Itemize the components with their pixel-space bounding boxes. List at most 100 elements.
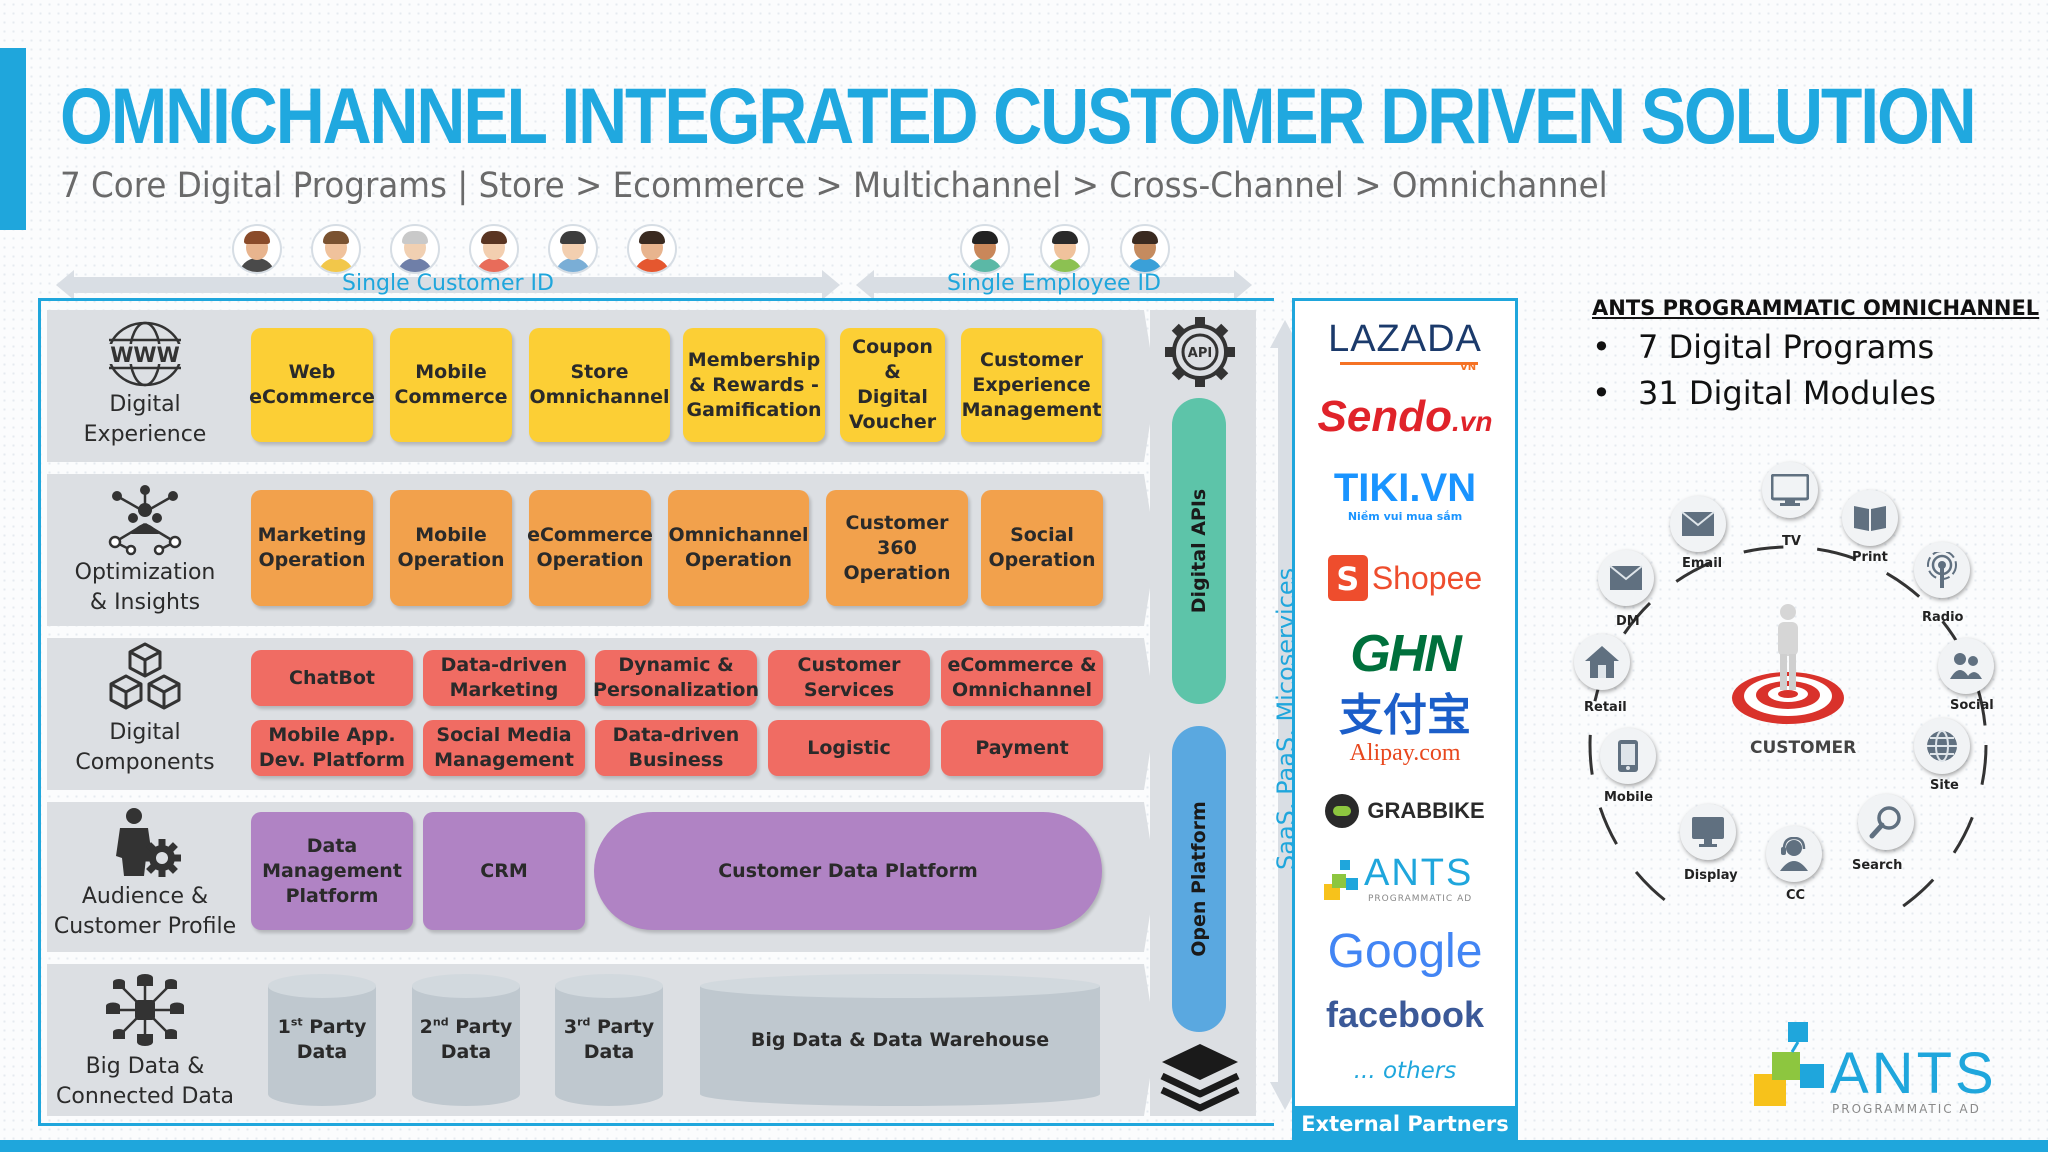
module-payment[interactable]: Payment [941, 720, 1103, 776]
module-logistic[interactable]: Logistic [768, 720, 930, 776]
ants-brand-cubes-icon [1754, 1022, 1824, 1106]
customer-avatar [627, 224, 677, 274]
facebook-logo[interactable]: facebook [1325, 994, 1485, 1035]
wheel-label-search: Search [1852, 858, 1903, 873]
site-globe-icon [1927, 730, 1957, 762]
module-dynamic-personalization[interactable]: Dynamic &Personalization [593, 650, 759, 706]
row-label-line2: Connected Data [56, 1084, 234, 1109]
cylinder-shape [412, 974, 520, 1106]
cylinder-label: Big Data & Data Warehouse [750, 1028, 1050, 1051]
page-subtitle: 7 Core Digital Programs | Store > Ecomme… [60, 166, 1608, 206]
single-employee-id-label: Single Employee ID [946, 271, 1161, 296]
module-customer-data-platform[interactable]: Customer Data Platform [594, 812, 1102, 930]
customer-avatar [311, 224, 361, 274]
customer-avatar [390, 224, 440, 274]
data-source-big-data-warehouse[interactable]: Big Data & Data Warehouse [700, 974, 1100, 1106]
title-accent-bar [0, 48, 26, 230]
wheel-node-search[interactable] [1858, 794, 1914, 850]
shopee-bag-icon: S [1327, 555, 1368, 601]
grab-circle-icon [1325, 794, 1360, 828]
module-ecommerce-omnichannel[interactable]: eCommerce &Omnichannel [941, 650, 1103, 706]
wheel-node-display[interactable] [1680, 804, 1736, 860]
customer-center-label: CUSTOMER [1750, 738, 1857, 758]
wheel-label-tv: TV [1782, 534, 1801, 549]
api-gear-icon: API [1165, 317, 1235, 387]
layers-icon [1160, 1044, 1240, 1112]
module-chatbot[interactable]: ChatBot [251, 650, 413, 706]
radio-antenna-icon [1927, 552, 1957, 588]
tv-icon [1771, 474, 1809, 506]
wheel-node-dm[interactable] [1598, 550, 1654, 606]
wheel-node-mobile[interactable] [1600, 728, 1656, 784]
alipay-logo[interactable]: 支付宝 Alipay.com [1339, 690, 1471, 767]
module-crm[interactable]: CRM [423, 812, 585, 930]
page-title: OMNICHANNEL INTEGRATED CUSTOMER DRIVEN S… [60, 71, 1977, 160]
row-label-line2: & Insights [89, 590, 201, 615]
wheel-node-tv[interactable] [1762, 462, 1818, 518]
row-label-line1: Digital [109, 720, 181, 745]
employee-avatar [1120, 224, 1170, 274]
www-globe-icon: WWW [107, 321, 183, 387]
shopee-logo[interactable]: S Shopee [1300, 550, 1510, 606]
ghn-logo[interactable]: GHN [1350, 625, 1462, 683]
cylinder-shape [555, 974, 663, 1106]
employee-avatar [1040, 224, 1090, 274]
wheel-label-social: Social [1950, 698, 1994, 713]
sendo-logo[interactable]: Sendo.vn [1317, 392, 1493, 441]
wheel-node-social[interactable] [1938, 638, 1994, 694]
core-programs-frame [38, 298, 1274, 1126]
ants-brand-subtitle: PROGRAMMATIC AD [1832, 1102, 1981, 1116]
single-customer-id-label: Single Customer ID [342, 271, 554, 296]
row-label: Digital Components [47, 640, 243, 778]
google-logo[interactable]: Google [1327, 925, 1483, 978]
mobile-phone-icon [1618, 740, 1638, 772]
digital-apis-pill[interactable]: Digital APIs [1172, 398, 1226, 704]
grabbike-logo[interactable]: GRABBIKE [1300, 790, 1510, 832]
wheel-label-site: Site [1930, 778, 1959, 793]
search-icon [1869, 806, 1901, 839]
wheel-node-retail[interactable] [1574, 634, 1630, 690]
row-label: Big Data & Connected Data [47, 970, 243, 1112]
module-mobile-app-platform[interactable]: Mobile App.Dev. Platform [251, 720, 413, 776]
retail-store-icon [1585, 646, 1619, 678]
wheel-node-cc[interactable] [1766, 826, 1822, 882]
employee-avatar [960, 224, 1010, 274]
digital-apis-label: Digital APIs [1188, 488, 1210, 614]
customer-avatar [469, 224, 519, 274]
row-label-line1: Digital [109, 392, 181, 417]
row-chevrons [1134, 310, 1156, 1116]
cylinder-shape [700, 974, 1100, 1106]
wheel-node-email[interactable] [1670, 496, 1726, 552]
tiki-logo[interactable]: TIKI.VN Niềm vui mua sắm [1333, 466, 1477, 523]
wheel-node-print[interactable] [1842, 490, 1898, 546]
bullet-digital-modules: •31 Digital Modules [1592, 374, 1936, 412]
wheel-label-retail: Retail [1584, 700, 1627, 715]
wheel-node-radio[interactable] [1914, 542, 1970, 598]
ants-partner-logo[interactable]: ANTS PROGRAMMATIC AD [1300, 852, 1510, 912]
program-membership-rewards[interactable]: Membership& Rewards -Gamification [683, 328, 825, 442]
lazada-logo[interactable]: LAZADA VN [1328, 318, 1482, 373]
row-label-line2: Customer Profile [53, 914, 237, 939]
wheel-node-site[interactable] [1914, 718, 1970, 774]
open-platform-pill[interactable]: Open Platform [1172, 726, 1226, 1032]
network-people-icon [108, 485, 182, 556]
